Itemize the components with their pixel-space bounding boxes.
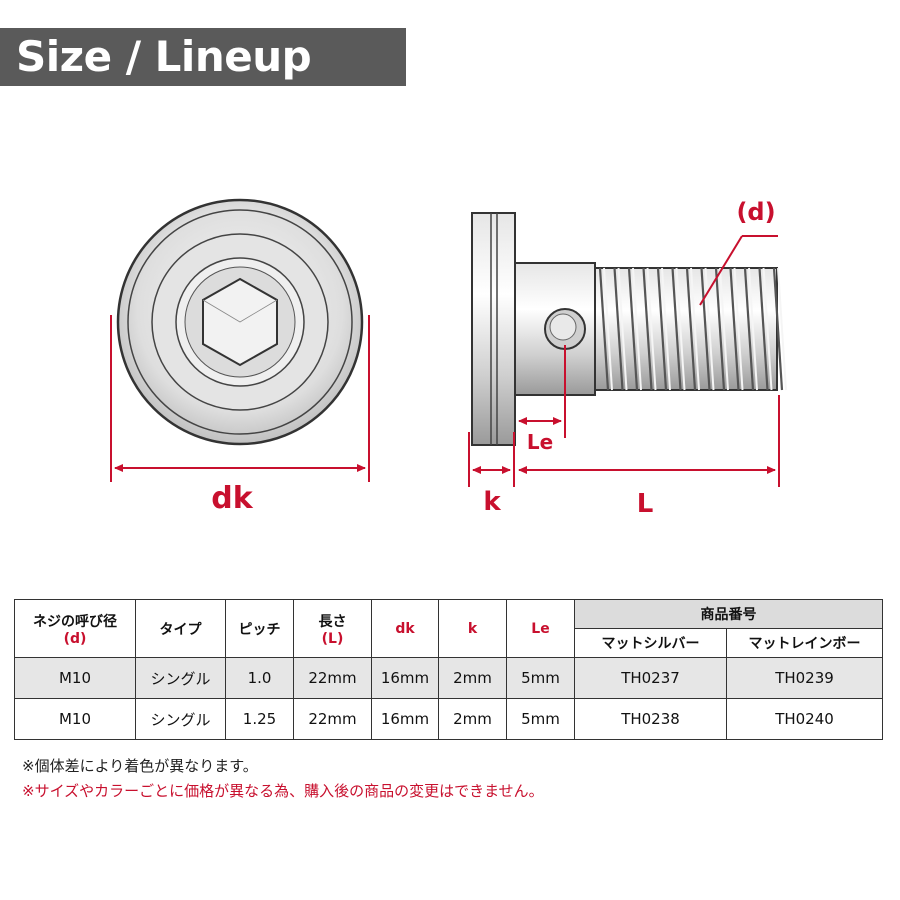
thread-groove	[613, 267, 624, 391]
header-bar: Size / Lineup	[0, 28, 406, 86]
thread-groove	[700, 267, 711, 391]
header-length-symbol: (L)	[321, 630, 344, 647]
cell-k: 2mm	[438, 657, 507, 699]
thread-highlight	[704, 267, 715, 391]
table-subheader-row: マットシルバー マットレインボー	[15, 628, 883, 658]
cell-length: 22mm	[293, 698, 372, 740]
cell-silver-code: TH0237	[574, 657, 727, 699]
cell-k: 2mm	[438, 698, 507, 740]
cell-size: M10	[14, 698, 136, 740]
cell-rainbow-code: TH0239	[726, 657, 883, 699]
thread-groove	[743, 267, 755, 391]
thread-groove	[598, 267, 610, 391]
thread-highlight	[603, 267, 613, 391]
thread-highlight	[661, 267, 671, 391]
note-no-exchange: ※サイズやカラーごとに価格が異なる為、購入後の商品の変更はできません。	[22, 782, 544, 800]
k-label: k	[483, 487, 501, 517]
thread-highlight	[777, 267, 787, 391]
cell-le: 5mm	[506, 657, 575, 699]
thread-highlight	[733, 267, 744, 391]
header-dk: dk	[371, 599, 439, 658]
table-header-row: ネジの呼び径 (d) タイプ ピッチ 長さ (L) dk k Le 商品番号	[14, 599, 883, 658]
cell-length: 22mm	[293, 657, 372, 699]
header-nominal-symbol: (d)	[63, 630, 87, 647]
header-type: タイプ	[135, 599, 226, 658]
dk-label: dk	[211, 481, 253, 516]
header-length-label: 長さ	[318, 613, 347, 630]
thread-groove	[772, 267, 784, 391]
k-dimension: k	[468, 432, 515, 517]
le-dimension: Le	[518, 345, 566, 454]
header-matte-rainbow: マットレインボー	[726, 628, 883, 658]
thread-groove	[656, 267, 668, 391]
thread-grooves	[598, 267, 787, 391]
cell-dk: 16mm	[371, 657, 439, 699]
page-title: Size / Lineup	[16, 32, 312, 81]
thread-groove	[642, 267, 653, 391]
note-color-variation: ※個体差により着色が異なります。	[22, 757, 258, 775]
thread-groove	[758, 267, 769, 391]
thread-highlight	[646, 267, 657, 391]
header-length: 長さ (L)	[293, 599, 372, 658]
thread-groove	[685, 267, 697, 391]
header-le: Le	[506, 599, 575, 658]
bolt-side-view	[471, 212, 787, 446]
bolt-diagram: dk (d) Le k L	[110, 198, 787, 519]
cell-size: M10	[14, 657, 136, 699]
thread-highlight	[719, 267, 729, 391]
thread-highlight	[748, 267, 758, 391]
thread-highlight	[690, 267, 700, 391]
header-k: k	[438, 599, 507, 658]
table-row: M10 シングル 1.0 22mm 16mm 2mm 5mm TH0237 TH…	[14, 657, 883, 699]
cell-type: シングル	[135, 698, 226, 740]
l-dimension: L	[518, 395, 780, 519]
thread-highlight	[632, 267, 642, 391]
l-label: L	[637, 489, 654, 519]
d-label: (d)	[736, 198, 775, 226]
bolt-head-front-view	[116, 198, 364, 446]
header-matte-silver: マットシルバー	[574, 628, 727, 658]
header-nominal-label: ネジの呼び径	[33, 613, 117, 630]
cell-dk: 16mm	[371, 698, 439, 740]
cell-pitch: 1.25	[225, 698, 294, 740]
dk-dimension: dk	[110, 315, 370, 516]
cell-silver-code: TH0238	[574, 698, 727, 740]
thread-highlight	[617, 267, 628, 391]
cell-le: 5mm	[506, 698, 575, 740]
header-pitch: ピッチ	[225, 599, 294, 658]
le-label: Le	[527, 430, 553, 454]
header-nominal-size: ネジの呼び径 (d)	[14, 599, 136, 658]
cell-rainbow-code: TH0240	[726, 698, 883, 740]
thread-groove	[729, 267, 740, 391]
thread-highlight	[675, 267, 686, 391]
header-product-number: 商品番号	[574, 599, 883, 629]
thread-groove	[714, 267, 726, 391]
thread-groove	[627, 267, 639, 391]
thread-groove	[671, 267, 682, 391]
table-row: M10 シングル 1.25 22mm 16mm 2mm 5mm TH0238 T…	[14, 698, 883, 740]
cell-type: シングル	[135, 657, 226, 699]
thread-highlight	[762, 267, 773, 391]
d-callout: (d)	[699, 198, 778, 306]
spec-table: ネジの呼び径 (d) タイプ ピッチ 長さ (L) dk k Le 商品番号 マ…	[14, 599, 883, 740]
cell-pitch: 1.0	[225, 657, 294, 699]
